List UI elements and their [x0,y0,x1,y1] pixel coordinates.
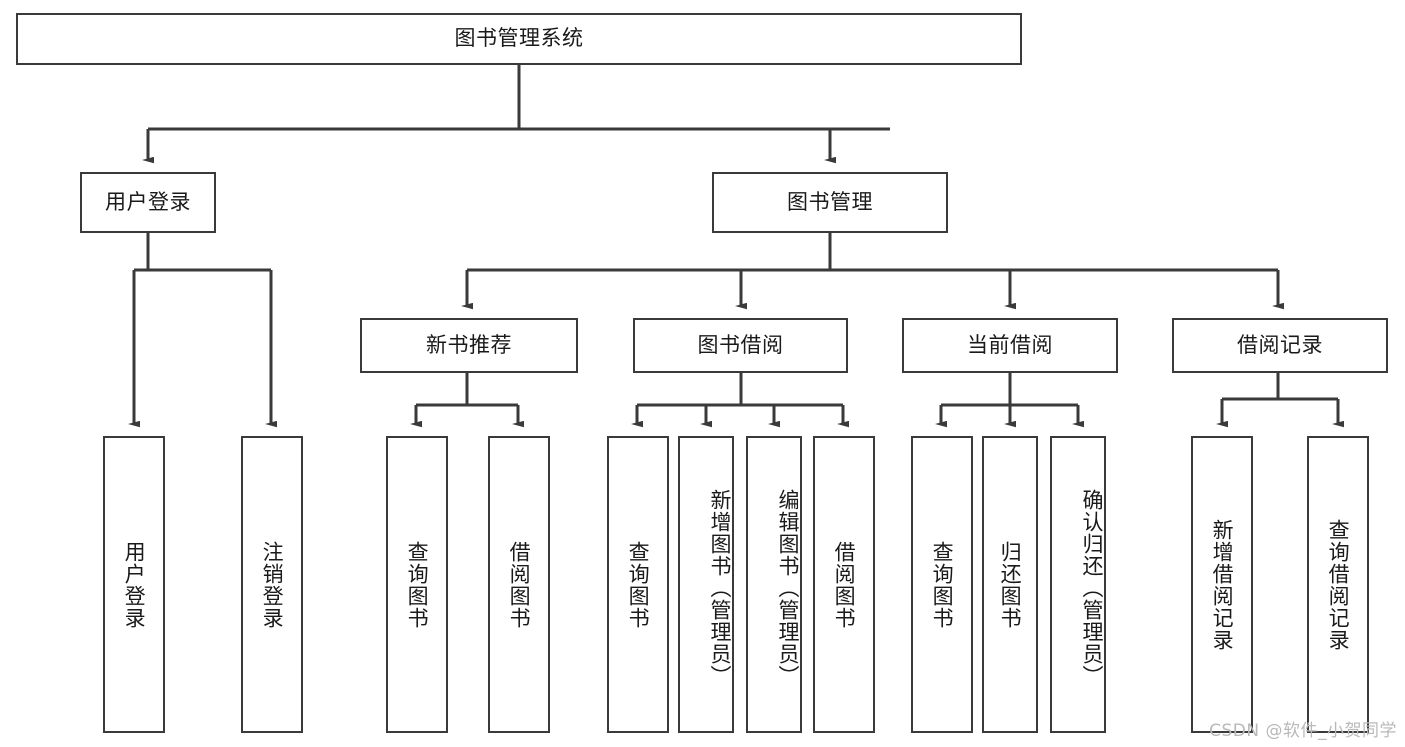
node-leaf-query-borrow-record[interactable]: 查询借阅记录 [1307,436,1369,733]
node-leaf-query-book-borrow[interactable]: 查询图书 [607,436,669,733]
node-leaf-logout-login[interactable]: 注销登录 [241,436,303,733]
node-leaf-add-book-admin[interactable]: 新增图书（管理员） [678,436,734,733]
node-book-management[interactable]: 图书管理 [712,172,948,233]
node-label: 查询图书 [626,540,651,629]
node-label: 当前借阅 [967,332,1053,357]
node-leaf-edit-book-admin[interactable]: 编辑图书（管理员） [746,436,802,733]
node-label: 图书管理系统 [454,26,584,51]
node-label: 新增图书（管理员） [708,488,732,687]
node-label: 用户登录 [105,189,191,214]
node-label: 查询图书 [930,540,955,629]
node-label: 图书管理 [787,189,873,214]
node-label: 借阅图书 [832,540,857,629]
node-borrow-record[interactable]: 借阅记录 [1172,318,1388,373]
node-label: 借阅图书 [507,540,532,629]
node-label: 查询图书 [405,540,430,629]
node-label: 新增借阅记录 [1210,518,1235,651]
csdn-watermark: CSDN @软件_小贺同学 [1209,721,1397,741]
node-leaf-user-login[interactable]: 用户登录 [103,436,165,733]
node-leaf-query-book-current[interactable]: 查询图书 [911,436,973,733]
node-label: 查询借阅记录 [1326,518,1351,651]
node-new-book-recommend[interactable]: 新书推荐 [360,318,578,373]
node-label: 新书推荐 [426,332,512,357]
node-leaf-add-borrow-record[interactable]: 新增借阅记录 [1191,436,1253,733]
node-leaf-confirm-return-admin[interactable]: 确认归还（管理员） [1050,436,1106,733]
node-leaf-query-book-recommend[interactable]: 查询图书 [386,436,448,733]
node-root-book-management-system[interactable]: 图书管理系统 [16,13,1022,65]
node-leaf-borrow-book[interactable]: 借阅图书 [813,436,875,733]
node-label: 编辑图书（管理员） [776,488,800,687]
node-label: 用户登录 [122,540,147,629]
node-label: 确认归还（管理员） [1080,488,1104,687]
node-label: 图书借阅 [697,332,784,357]
node-user-login[interactable]: 用户登录 [80,172,216,233]
node-label: 借阅记录 [1237,332,1323,357]
node-leaf-return-book[interactable]: 归还图书 [982,436,1038,733]
node-label: 注销登录 [260,540,285,629]
node-book-borrow[interactable]: 图书借阅 [633,318,848,373]
node-leaf-borrow-book-recommend[interactable]: 借阅图书 [488,436,550,733]
node-label: 归还图书 [998,540,1023,629]
node-current-borrow[interactable]: 当前借阅 [902,318,1118,373]
